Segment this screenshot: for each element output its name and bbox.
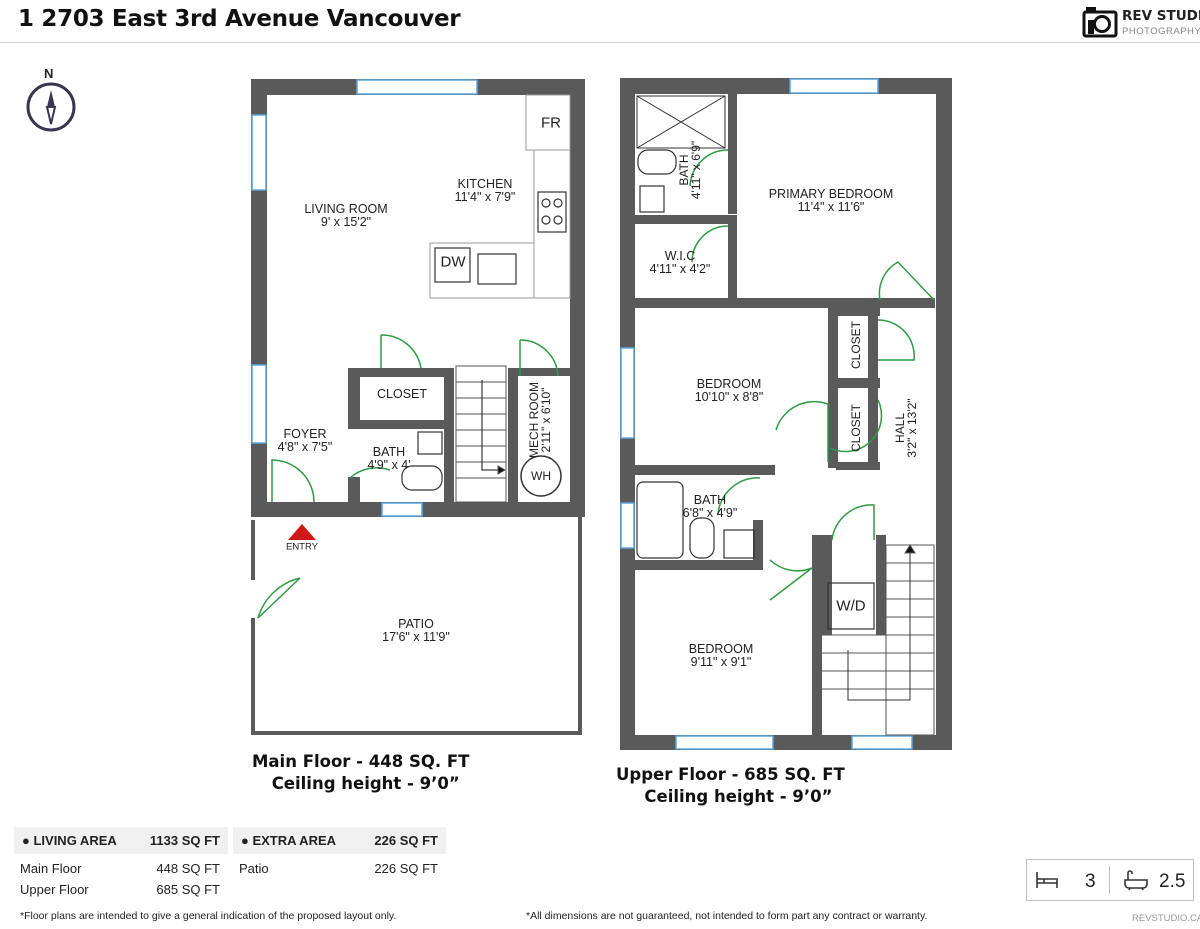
main-floor-caption: Main Floor - 448 SQ. FT Ceiling height -…: [252, 751, 469, 795]
table-row: Upper Floor 685 SQ FT: [20, 882, 220, 897]
bathtub-fixture-icon: [636, 481, 684, 559]
main-floor-ceiling: Ceiling height - 9’0”: [271, 774, 460, 793]
patio-outline: [251, 517, 582, 735]
camera-icon: [1082, 7, 1118, 38]
main-floor-doors: [257, 334, 559, 619]
extra-area-header: ● EXTRA AREA 226 SQ FT: [233, 827, 446, 854]
brand-logo: REV STUDIO PHOTOGRAPHY: [1082, 6, 1200, 40]
main-floor-area: Main Floor - 448 SQ. FT: [252, 752, 470, 771]
living-area-label: LIVING AREA: [33, 833, 117, 848]
room-label-main-closet: CLOSET: [376, 387, 428, 401]
extra-area-label: EXTRA AREA: [252, 833, 337, 848]
upper-floor-doors: [689, 149, 935, 601]
logo-subtitle: PHOTOGRAPHY: [1122, 26, 1200, 37]
room-label-closet-a: CLOSET: [849, 320, 863, 370]
header-divider: [0, 42, 1200, 43]
water-heater-icon: [520, 455, 562, 497]
bedroom-count: 3: [1085, 871, 1096, 892]
footer-disclaimer-dimensions: *All dimensions are not guaranteed, not …: [526, 910, 928, 922]
upper-floor-caption: Upper Floor - 685 SQ. FT Ceiling height …: [616, 764, 845, 808]
shower-icon: [636, 95, 726, 149]
compass-north-label: N: [44, 66, 54, 81]
room-label-closet-b: CLOSET: [849, 403, 863, 453]
ensuite-toilet-icon: [637, 149, 677, 175]
living-area-header: ● LIVING AREA 1133 SQ FT: [14, 827, 228, 854]
logo-title: REV STUDIO: [1122, 8, 1200, 24]
footer-disclaimer-layout: *Floor plans are intended to give a gene…: [20, 910, 397, 922]
ensuite-sink-icon: [639, 185, 665, 213]
toilet-icon: [401, 465, 443, 491]
room-counts: 3 2.5: [1026, 859, 1194, 901]
entry-arrow-icon: [288, 524, 316, 540]
dishwasher-icon: [434, 247, 471, 283]
bath-sink-icon: [417, 431, 443, 455]
stove-icon: [537, 191, 567, 233]
upper-floor-stairs: [822, 544, 935, 736]
kitchen-sink-icon: [477, 253, 517, 285]
upper-toilet-icon: [689, 517, 715, 559]
table-row: Main Floor 448 SQ FT: [20, 861, 220, 876]
counts-divider: [1109, 866, 1110, 894]
main-floor-stairs: [455, 365, 507, 503]
main-floor-windows: [251, 79, 478, 517]
living-area-total: 1133 SQ FT: [149, 833, 220, 848]
entry-label: ENTRY: [285, 541, 319, 553]
upper-sink-icon: [723, 529, 755, 559]
page-title: 1 2703 East 3rd Avenue Vancouver: [18, 6, 461, 32]
upper-floor-area: Upper Floor - 685 SQ. FT: [616, 765, 845, 784]
footer-website: REVSTUDIO.CA: [1132, 913, 1200, 924]
upper-floor-windows: [620, 78, 913, 750]
bathtub-icon: [1124, 870, 1148, 891]
bed-icon: [1036, 872, 1058, 888]
extra-area-total: 226 SQ FT: [374, 833, 438, 848]
bathroom-count: 2.5: [1159, 871, 1186, 892]
water-heater-label: WH: [531, 469, 551, 483]
compass-icon: N: [24, 66, 78, 136]
dishwasher-label: DW: [440, 253, 466, 271]
washer-dryer-label: W/D: [836, 597, 866, 615]
washer-dryer-icon: [827, 582, 875, 630]
fridge-label: FR: [541, 114, 561, 132]
upper-floor-ceiling: Ceiling height - 9’0”: [644, 787, 833, 806]
table-row: Patio 226 SQ FT: [239, 861, 438, 876]
